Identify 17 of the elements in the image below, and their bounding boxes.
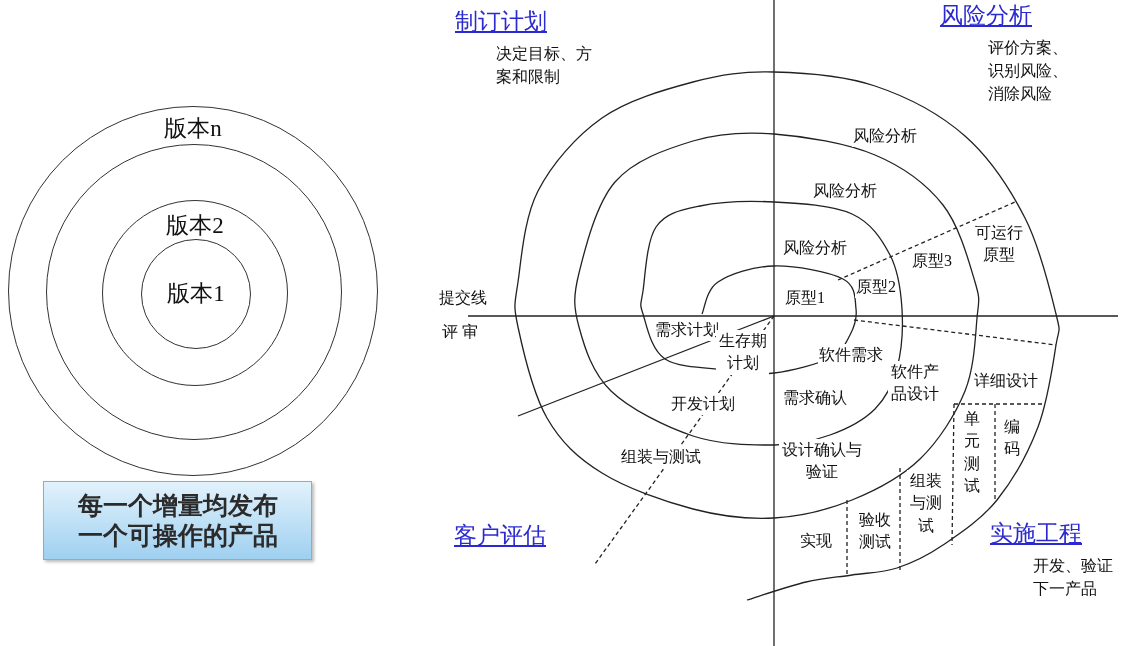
phase-label: 组装与测试 [620,446,702,469]
quadrant-heading: 风险分析 [940,2,1032,30]
quadrant-heading: 实施工程 [990,520,1082,548]
quadrant-description: 决定目标、方案和限制 [496,44,593,88]
quadrant-heading: 制订计划 [455,8,547,36]
quadrant-heading: 客户评估 [454,522,546,550]
version-label: 版本2 [166,213,224,239]
phase-label: 风险分析 [852,125,918,148]
version-label: 版本1 [167,281,225,307]
callout-box: 每一个增量均发布一个可操作的产品 [43,481,312,560]
quadrant-description: 开发、验证下一产品 [1033,556,1114,600]
phase-label: 原型2 [855,276,897,299]
phase-label: 软件需求 [818,344,884,367]
phase-label: 生存期计划 [716,330,770,375]
quadrant-description: 评价方案、识别风险、消除风险 [988,38,1069,105]
phase-label: 开发计划 [670,393,736,416]
version-label: 版本n [164,116,222,142]
